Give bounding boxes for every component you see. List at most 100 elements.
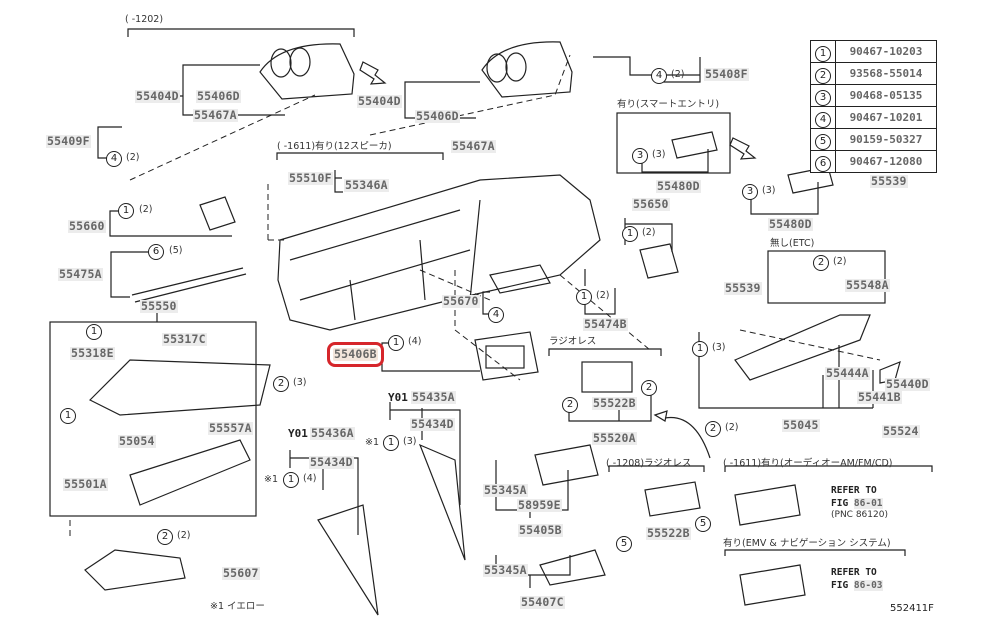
callout-number[interactable]: 1: [576, 289, 592, 305]
part-55475A[interactable]: 55475A: [58, 267, 103, 281]
legend-part-code[interactable]: 90467-12080: [835, 150, 937, 173]
callout-qty: (4): [408, 336, 422, 347]
part-55434D[interactable]: 55434D: [410, 417, 455, 431]
callout-number[interactable]: 1: [283, 472, 299, 488]
refer-to-label: REFER TO: [831, 485, 877, 496]
legend-part-code[interactable]: 93568-55014: [835, 62, 937, 85]
callout-number[interactable]: 2: [813, 255, 829, 271]
callout-qty: (3): [403, 436, 417, 447]
part-55045[interactable]: 55045: [782, 418, 820, 432]
callout-number[interactable]: 1: [692, 341, 708, 357]
fig-number[interactable]: 86-03: [853, 580, 883, 591]
part-55510F[interactable]: 55510F: [288, 171, 333, 185]
condition-note-12-speaker: ( -1611)有り(12スピーカ): [277, 141, 392, 152]
legend-part-code[interactable]: 90468-05135: [835, 84, 937, 107]
part-58959E[interactable]: 58959E: [517, 498, 562, 512]
callout-number[interactable]: 2: [273, 376, 289, 392]
part-55548A[interactable]: 55548A: [845, 278, 890, 292]
part-55607[interactable]: 55607: [222, 566, 260, 580]
part-55522B[interactable]: 55522B: [646, 526, 691, 540]
part-55520A[interactable]: 55520A: [592, 431, 637, 445]
part-55650[interactable]: 55650: [632, 197, 670, 211]
refer-to-label: REFER TO: [831, 567, 877, 578]
callout-number[interactable]: 3: [742, 184, 758, 200]
part-55406D[interactable]: 55406D: [415, 109, 460, 123]
part-55346A[interactable]: 55346A: [344, 178, 389, 192]
callout-qty: (3): [652, 149, 666, 160]
legend-part-code[interactable]: 90467-10201: [835, 106, 937, 129]
part-55501A[interactable]: 55501A: [63, 477, 108, 491]
callout-number[interactable]: 2: [641, 380, 657, 396]
pnc-reference: (PNC 86120): [831, 510, 888, 520]
refer-to-fig-86-01[interactable]: REFER TO FIG 86-01: [831, 484, 883, 510]
callout-number[interactable]: 1: [383, 435, 399, 451]
part-55435A[interactable]: 55435A: [411, 390, 456, 404]
callout-number[interactable]: 6: [148, 244, 164, 260]
callout-number[interactable]: 2: [562, 397, 578, 413]
part-55660[interactable]: 55660: [68, 219, 106, 233]
part-55474B[interactable]: 55474B: [583, 317, 628, 331]
part-55407C[interactable]: 55407C: [520, 595, 565, 609]
callout-number[interactable]: 1: [622, 226, 638, 242]
part-55467A[interactable]: 55467A: [451, 139, 496, 153]
part-55345A[interactable]: 55345A: [483, 483, 528, 497]
fig-number[interactable]: 86-01: [853, 498, 883, 509]
callout-number[interactable]: 1: [60, 408, 76, 424]
callout-qty: (2): [596, 290, 610, 301]
callout-number[interactable]: 4: [488, 307, 504, 323]
part-55522B[interactable]: 55522B: [592, 396, 637, 410]
part-55436A[interactable]: 55436A: [310, 426, 355, 440]
callout-number[interactable]: 5: [616, 536, 632, 552]
callout-number[interactable]: 2: [157, 529, 173, 545]
part-55404D[interactable]: 55404D: [357, 94, 402, 108]
legend-part-code[interactable]: 90159-50327: [835, 128, 937, 151]
part-55440D[interactable]: 55440D: [885, 377, 930, 391]
callout-number[interactable]: 2: [705, 421, 721, 437]
fig-label: FIG: [831, 580, 849, 591]
callout-number[interactable]: 5: [695, 516, 711, 532]
part-55670[interactable]: 55670: [442, 294, 480, 308]
legend-number: 4: [815, 112, 831, 128]
callout-number[interactable]: 1: [118, 203, 134, 219]
part-55345A[interactable]: 55345A: [483, 563, 528, 577]
callout-qty: (5): [169, 245, 183, 256]
condition-note-audio: ( -1611)有り(オーディオーAM/FM/CD): [723, 458, 893, 469]
part-55524[interactable]: 55524: [882, 424, 920, 438]
part-55409F[interactable]: 55409F: [46, 134, 91, 148]
legend-number: 2: [815, 68, 831, 84]
part-55054[interactable]: 55054: [118, 434, 156, 448]
part-55480D[interactable]: 55480D: [768, 217, 813, 231]
part-55434D[interactable]: 55434D: [309, 455, 354, 469]
refer-to-fig-86-03[interactable]: REFER TO FIG 86-03: [831, 566, 883, 592]
part-55408F[interactable]: 55408F: [704, 67, 749, 81]
star-mark: ※1: [365, 437, 380, 448]
part-55318E[interactable]: 55318E: [70, 346, 115, 360]
part-55539[interactable]: 55539: [870, 174, 908, 188]
callout-qty: (2): [671, 69, 685, 80]
callout-number[interactable]: 1: [388, 335, 404, 351]
legend-part-code[interactable]: 90467-10203: [835, 40, 937, 63]
legend-number: 5: [815, 134, 831, 150]
part-55550[interactable]: 55550: [140, 299, 178, 313]
part-55406B-selected[interactable]: 55406B: [327, 342, 384, 367]
callout-number[interactable]: 3: [632, 148, 648, 164]
callout-number[interactable]: 1: [86, 324, 102, 340]
part-55467A[interactable]: 55467A: [193, 108, 238, 122]
part-55539[interactable]: 55539: [724, 281, 762, 295]
part-55405B[interactable]: 55405B: [518, 523, 563, 537]
part-55406D[interactable]: 55406D: [196, 89, 241, 103]
fig-label: FIG: [831, 498, 849, 509]
callout-number[interactable]: 4: [106, 151, 122, 167]
part-55557A[interactable]: 55557A: [208, 421, 253, 435]
part-55480D[interactable]: 55480D: [656, 179, 701, 193]
callout-number[interactable]: 4: [651, 68, 667, 84]
part-55317C[interactable]: 55317C: [162, 332, 207, 346]
part-55441B[interactable]: 55441B: [857, 390, 902, 404]
callout-qty: (2): [177, 530, 191, 541]
part-55404D[interactable]: 55404D: [135, 89, 180, 103]
callout-qty: (3): [293, 377, 307, 388]
part-55444A[interactable]: 55444A: [825, 366, 870, 380]
